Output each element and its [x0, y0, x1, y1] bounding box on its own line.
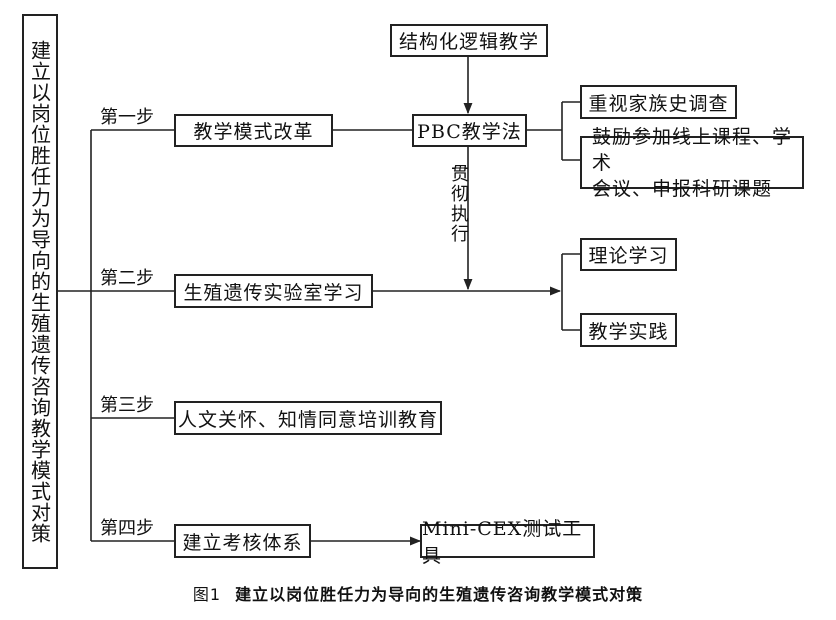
family-history-text: 重视家族史调查: [588, 92, 729, 115]
lab-learning-box: 生殖遗传实验室学习: [174, 274, 373, 308]
encourage-line2: 会议、申报科研课题: [592, 177, 773, 200]
main-title: 建立以岗位胜任力为导向的生殖遗传咨询教学模式对策: [27, 39, 52, 544]
pbc-text: PBC教学法: [417, 121, 522, 143]
main-title-box: 建立以岗位胜任力为导向的生殖遗传咨询教学模式对策: [22, 14, 58, 569]
step2-label: 第二步: [100, 268, 154, 289]
theory-text: 理论学习: [588, 245, 669, 267]
humanities-text: 人文关怀、知情同意培训教育: [177, 408, 438, 431]
assessment-text: 建立考核体系: [182, 531, 303, 554]
practice-text: 教学实践: [588, 320, 669, 343]
caption-text: 建立以岗位胜任力为导向的生殖遗传咨询教学模式对策: [235, 585, 644, 604]
step3-label: 第三步: [100, 395, 154, 416]
mini-cex-box: Mini-CEX测试工具: [420, 518, 595, 567]
practice-box: 教学实践: [580, 313, 677, 347]
teaching-reform-text: 教学模式改革: [193, 121, 314, 143]
lab-learning-text: 生殖遗传实验室学习: [183, 281, 364, 304]
structured-logic-text: 结构化逻辑教学: [398, 31, 539, 53]
humanities-box: 人文关怀、知情同意培训教育: [174, 401, 442, 435]
structured-logic-box: 结构化逻辑教学: [390, 24, 548, 57]
encourage-box: 鼓励参加线上课程、学术 会议、申报科研课题: [580, 126, 804, 200]
step4-label: 第四步: [100, 518, 154, 539]
mini-cex-text: Mini-CEX测试工具: [422, 518, 583, 567]
figure-label: 图1: [192, 585, 222, 604]
family-history-box: 重视家族史调查: [580, 85, 737, 119]
implement-label: 贯彻执行: [448, 164, 469, 244]
teaching-reform-box: 教学模式改革: [174, 114, 333, 147]
figure-caption: 图1 建立以岗位胜任力为导向的生殖遗传咨询教学模式对策: [0, 581, 836, 605]
pbc-box: PBC教学法: [412, 114, 527, 147]
step1-label: 第一步: [100, 107, 154, 128]
encourage-line1: 鼓励参加线上课程、学术: [592, 125, 793, 174]
theory-box: 理论学习: [580, 238, 677, 271]
assessment-box: 建立考核体系: [174, 524, 311, 558]
